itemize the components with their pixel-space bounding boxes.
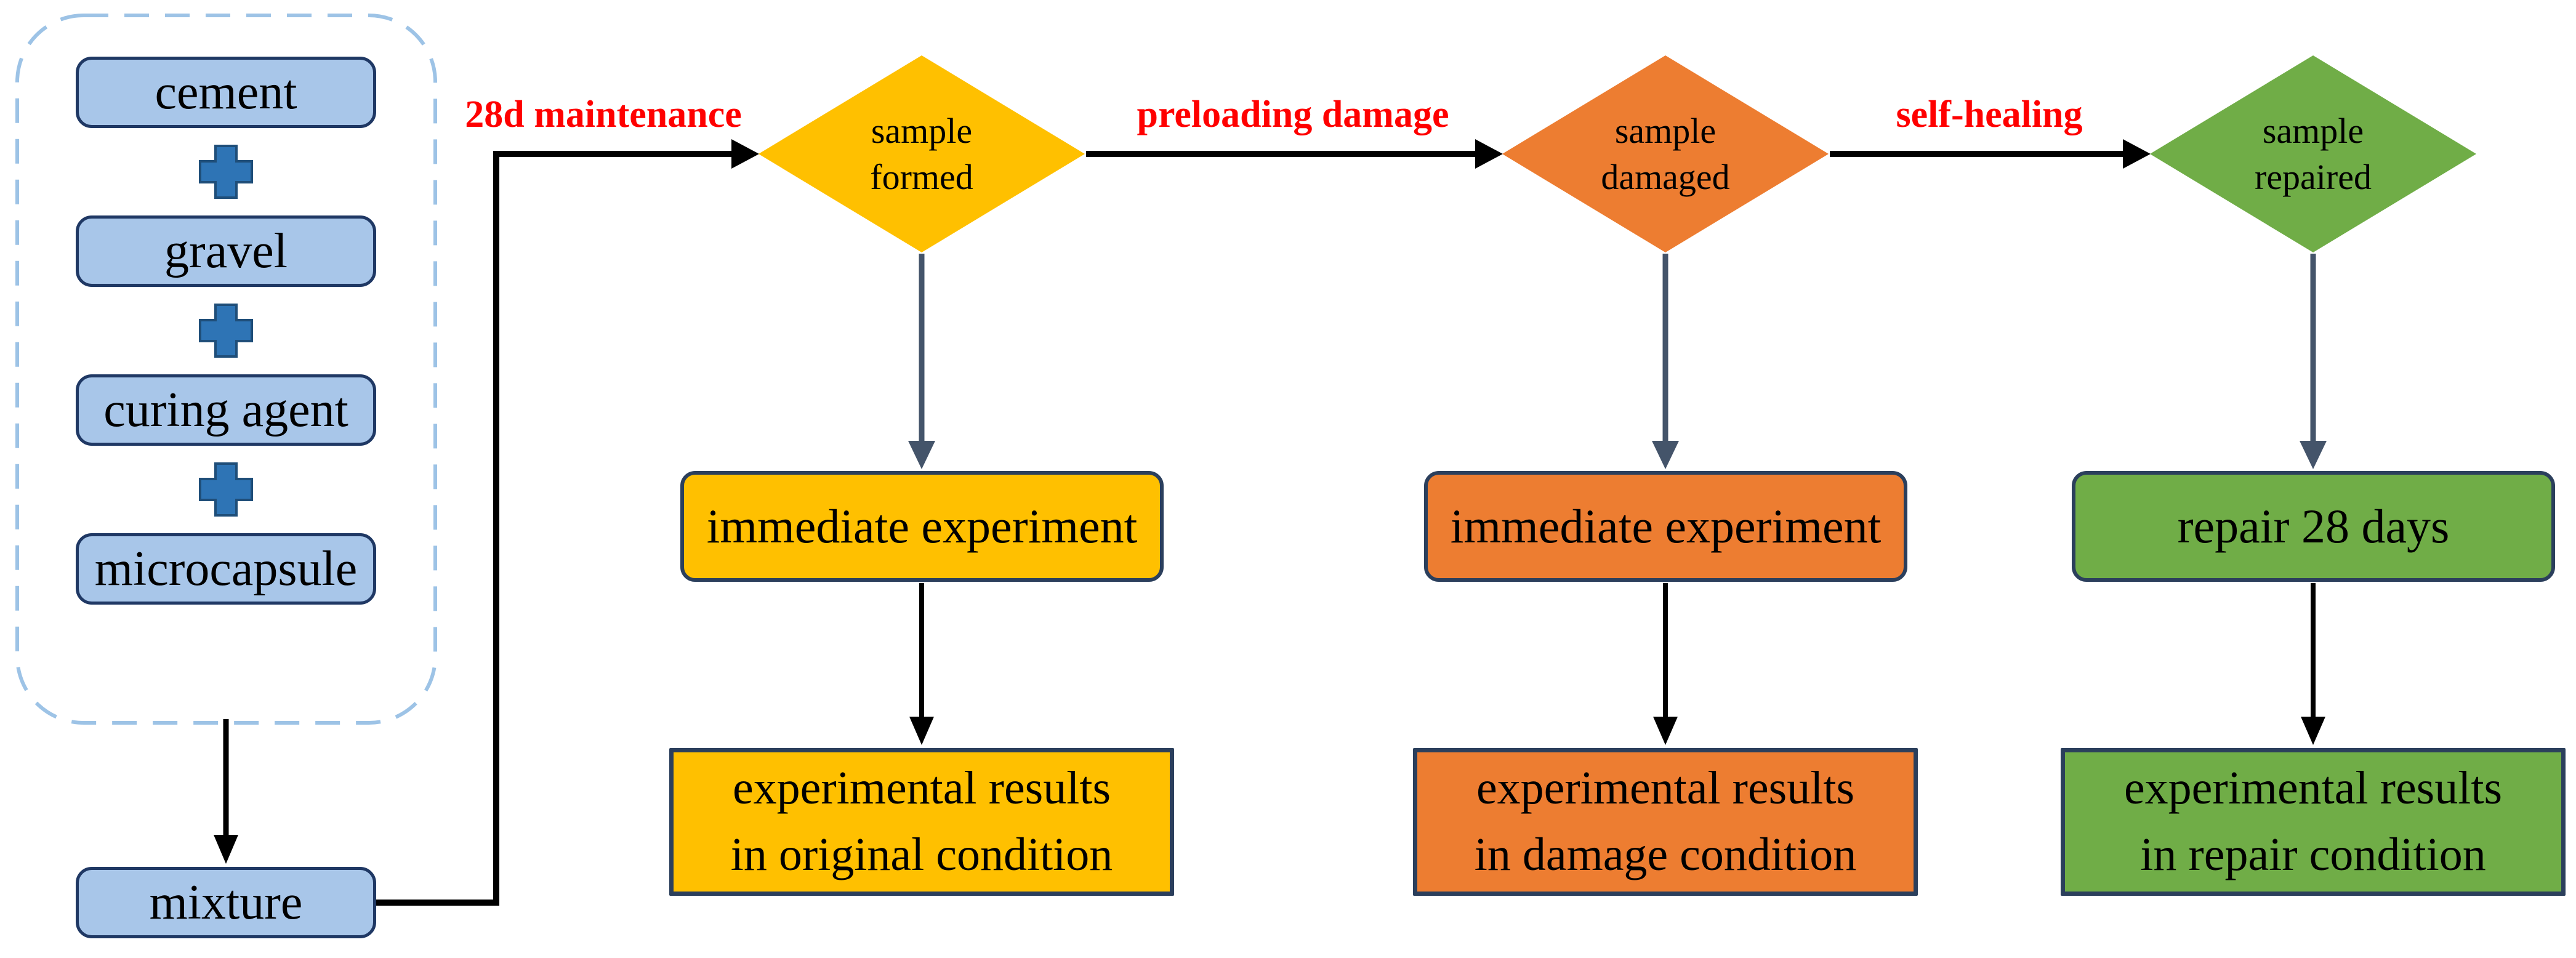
result-label-line1: experimental results bbox=[2123, 762, 2503, 815]
diamond-label-line1: sample bbox=[871, 110, 973, 151]
action-box-immediate-experiment-2: immediate experiment bbox=[1424, 471, 1907, 582]
ingredient-box-curing-agent: curing agent bbox=[76, 374, 376, 446]
result-box-damage-condition: experimental results in damage condition bbox=[1413, 748, 1918, 896]
diamond-sample-formed: sample formed bbox=[759, 55, 1085, 252]
action-to-result-arrow-2 bbox=[1653, 583, 1678, 745]
stage-label-maintenance: 28d maintenance bbox=[465, 94, 742, 135]
diamond-label-line2: damaged bbox=[1601, 157, 1730, 197]
mixture-box: mixture bbox=[76, 867, 376, 938]
mixture-label: mixture bbox=[149, 875, 303, 930]
diamond-to-action-arrow-1 bbox=[908, 254, 935, 469]
result-label-line2: in original condition bbox=[730, 829, 1113, 880]
action-label: repair 28 days bbox=[2177, 499, 2450, 553]
diamond-label-line2: repaired bbox=[2255, 157, 2372, 197]
ingredient-label: gravel bbox=[164, 224, 288, 278]
diamond-to-action-arrow-2 bbox=[1652, 254, 1679, 469]
result-box-original-condition: experimental results in original conditi… bbox=[669, 748, 1174, 896]
plus-icon bbox=[198, 144, 254, 199]
result-label-line1: experimental results bbox=[1476, 762, 1855, 815]
group-to-mixture-arrow bbox=[214, 719, 238, 864]
ingredient-box-cement: cement bbox=[76, 57, 376, 128]
ingredient-label: cement bbox=[155, 65, 297, 119]
diamond-label-line1: sample bbox=[2262, 110, 2364, 151]
action-box-immediate-experiment-1: immediate experiment bbox=[680, 471, 1164, 582]
stage-label-self-healing: self-healing bbox=[1896, 94, 2083, 135]
ingredient-label: microcapsule bbox=[94, 542, 358, 596]
ingredient-box-microcapsule: microcapsule bbox=[76, 533, 376, 605]
preloading-damage-arrow bbox=[1086, 139, 1503, 169]
diamond-label-line1: sample bbox=[1614, 110, 1717, 151]
diamond-to-action-arrow-3 bbox=[2300, 254, 2327, 469]
action-to-result-arrow-3 bbox=[2301, 583, 2325, 745]
action-to-result-arrow-1 bbox=[909, 583, 934, 745]
action-label: immediate experiment bbox=[1450, 499, 1882, 553]
stage-label-preloading: preloading damage bbox=[1137, 94, 1449, 135]
action-label: immediate experiment bbox=[706, 499, 1138, 553]
result-label-line1: experimental results bbox=[732, 762, 1111, 815]
plus-icon bbox=[198, 462, 254, 517]
diamond-label-line2: formed bbox=[870, 157, 973, 197]
ingredient-box-gravel: gravel bbox=[76, 215, 376, 287]
self-healing-arrow bbox=[1830, 139, 2151, 169]
ingredient-label: curing agent bbox=[103, 383, 348, 437]
result-label-line2: in damage condition bbox=[1474, 829, 1857, 880]
plus-icon bbox=[198, 303, 254, 358]
result-label-line2: in repair condition bbox=[2140, 829, 2486, 880]
diamond-sample-damaged: sample damaged bbox=[1502, 55, 1829, 252]
action-box-repair-28-days: repair 28 days bbox=[2072, 471, 2555, 582]
diamond-sample-repaired: sample repaired bbox=[2150, 55, 2476, 252]
result-box-repair-condition: experimental results in repair condition bbox=[2061, 748, 2566, 896]
